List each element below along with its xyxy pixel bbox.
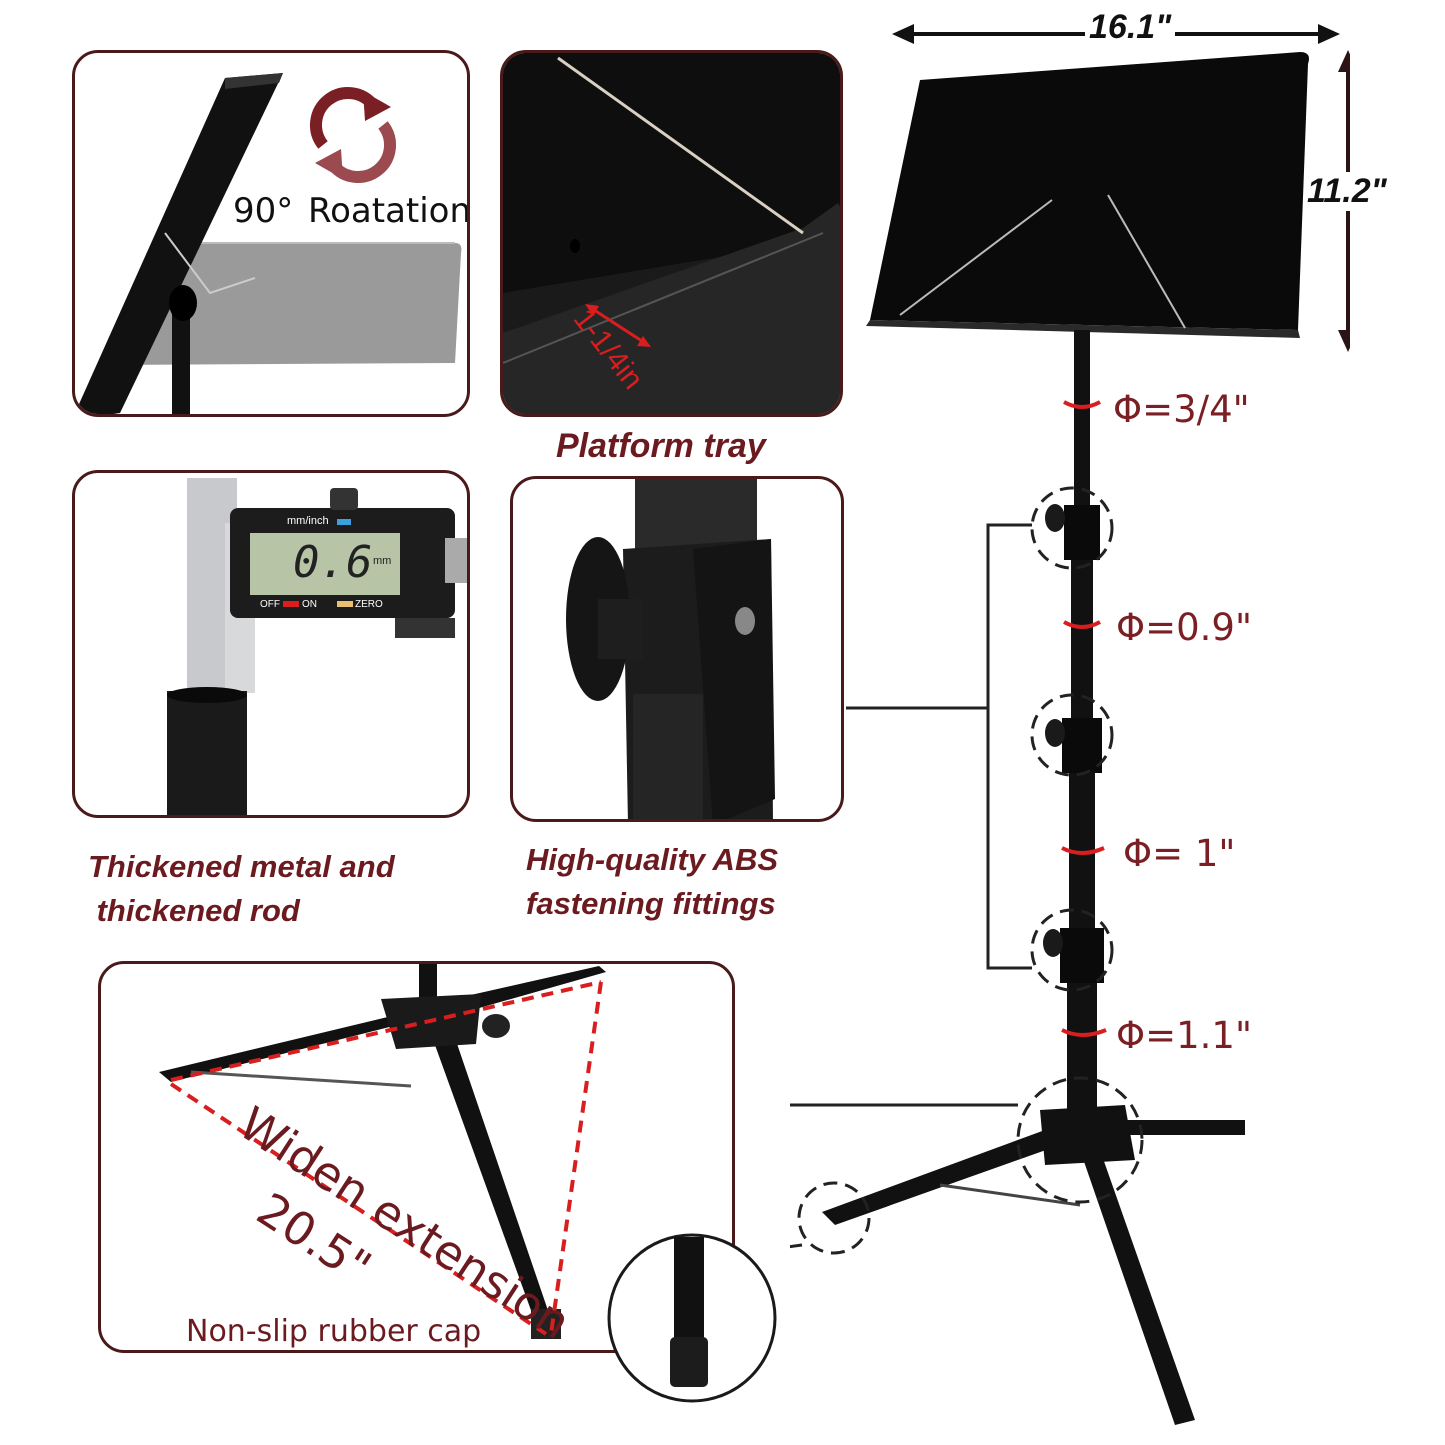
caliper-display-value: 0.6	[293, 537, 373, 588]
rotation-illustration	[75, 73, 462, 414]
tray-panel: 1-1/4in	[500, 50, 843, 417]
fitting-caption-line2: fastening fittings	[526, 886, 776, 921]
rotation-panel: 90° Roatation	[72, 50, 470, 417]
caliper-btn-off: OFF	[260, 599, 280, 610]
width-dimension-label: 16.1"	[1085, 8, 1176, 47]
fitting-illustration	[566, 479, 775, 819]
caliper-illustration	[167, 478, 467, 815]
fitting-panel	[510, 476, 844, 822]
tray-illustration	[503, 53, 840, 414]
caliper-panel: mm/inch 0.6 mm OFF ON ZERO	[72, 470, 470, 818]
diameter-label-1: Φ=3/4"	[1113, 388, 1250, 431]
diameter-label-2: Φ=0.9"	[1116, 606, 1252, 649]
rotation-angle: 90°	[233, 191, 294, 231]
tray-caption: Platform tray	[556, 427, 766, 465]
caliper-display-unit: mm	[373, 555, 392, 567]
base-illustration	[159, 964, 606, 1339]
rubber-cap-label: Non-slip rubber cap	[186, 1314, 482, 1349]
diameter-label-4: Φ=1.1"	[1116, 1014, 1252, 1057]
caliper-btn-on: ON	[302, 599, 317, 610]
base-panel: Widen extension 20.5" Non-slip rubber ca…	[98, 961, 735, 1353]
diameter-label-3: Φ= 1"	[1123, 832, 1236, 875]
rotate-arrows-icon	[310, 87, 396, 183]
caliper-unit-top: mm/inch	[287, 515, 329, 527]
height-dimension-label: 11.2"	[1305, 172, 1389, 211]
caliper-caption-line1: Thickened metal and	[88, 849, 395, 884]
music-stand-illustration	[790, 24, 1350, 1425]
rotation-label: Roatation	[308, 191, 470, 231]
caliper-btn-zero: ZERO	[355, 599, 383, 610]
caliper-caption-line2: thickened rod	[88, 893, 300, 928]
fitting-caption-line1: High-quality ABS	[526, 842, 779, 877]
rubber-cap-zoom	[607, 1233, 777, 1403]
depth-arrow-icon	[585, 304, 651, 347]
